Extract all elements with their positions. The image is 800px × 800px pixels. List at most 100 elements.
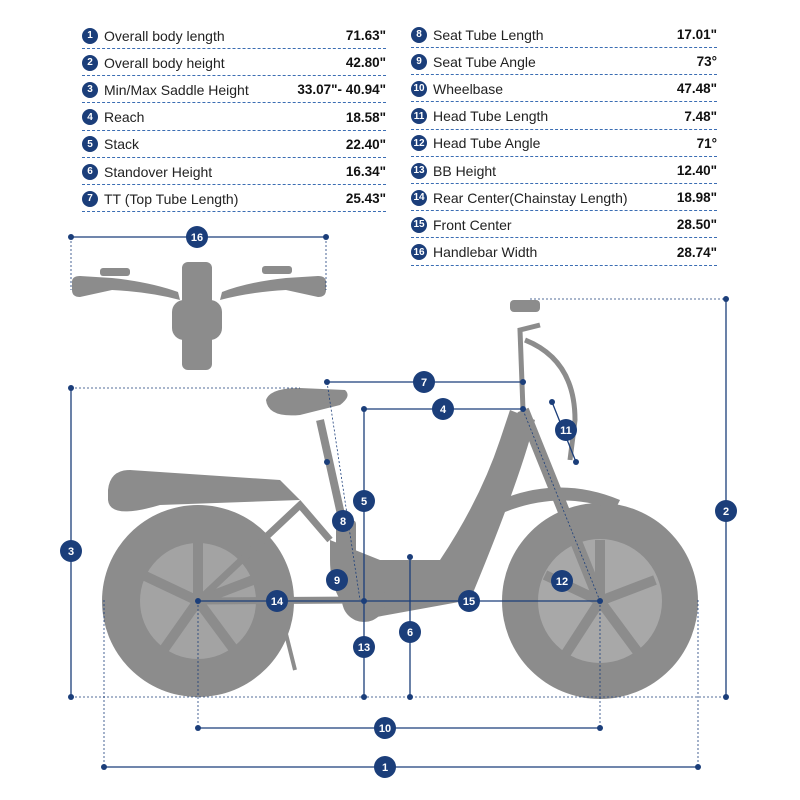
spec-number-badge: 11 xyxy=(411,108,427,125)
spec-row: 11 Head Tube Length 7.48" xyxy=(411,104,717,130)
spec-value: 47.48" xyxy=(676,81,717,97)
spec-value: 71° xyxy=(696,135,717,151)
spec-value: 18.58" xyxy=(345,109,386,125)
spec-row: 13 BB Height 12.40" xyxy=(411,158,717,184)
spec-number-badge: 13 xyxy=(411,162,427,179)
marker-14: 14 xyxy=(266,590,288,612)
spec-row: 3 Min/Max Saddle Height 33.07"- 40.94" xyxy=(82,77,386,104)
spec-row: 16 Handlebar Width 28.74" xyxy=(411,240,717,266)
spec-number-badge: 3 xyxy=(82,81,98,98)
marker-12: 12 xyxy=(551,570,573,592)
svg-text:4: 4 xyxy=(440,404,447,416)
spec-label: Reach xyxy=(104,109,145,126)
spec-row: 1 Overall body length 71.63" xyxy=(82,23,386,49)
spec-number-badge: 6 xyxy=(82,163,98,180)
svg-text:11: 11 xyxy=(560,425,572,437)
spec-value: 28.50" xyxy=(676,217,717,233)
spec-value: 7.48" xyxy=(684,108,717,124)
marker-13: 13 xyxy=(353,636,375,658)
svg-text:2: 2 xyxy=(723,506,729,518)
spec-number-badge: 9 xyxy=(411,53,427,70)
spec-number-badge: 10 xyxy=(411,80,427,97)
marker-15: 15 xyxy=(458,590,480,612)
spec-label: Seat Tube Length xyxy=(433,26,544,43)
spec-number-badge: 8 xyxy=(411,26,427,43)
spec-value: 12.40" xyxy=(676,163,717,178)
marker-8: 8 xyxy=(332,510,354,532)
svg-text:16: 16 xyxy=(191,232,203,244)
spec-row: 2 Overall body height 42.80" xyxy=(82,50,386,77)
spec-number-badge: 4 xyxy=(82,109,98,126)
spec-number-badge: 16 xyxy=(411,244,427,261)
spec-label: Min/Max Saddle Height xyxy=(104,81,249,98)
spec-number-badge: 7 xyxy=(82,190,98,207)
marker-1: 1 xyxy=(374,756,396,778)
svg-text:1: 1 xyxy=(382,762,388,774)
spec-row: 12 Head Tube Angle 71° xyxy=(411,131,717,157)
spec-row: 15 Front Center 28.50" xyxy=(411,212,717,239)
spec-label: Standover Height xyxy=(104,163,213,180)
marker-7: 7 xyxy=(413,371,435,393)
spec-label: Stack xyxy=(104,136,140,153)
spec-row: 6 Standover Height 16.34" xyxy=(82,159,386,185)
spec-label: Rear Center(Chainstay Length) xyxy=(433,189,628,206)
spec-row: 8 Seat Tube Length 17.01" xyxy=(411,22,717,48)
spec-number-badge: 1 xyxy=(82,27,98,44)
spec-label: Seat Tube Angle xyxy=(433,53,536,70)
spec-value: 22.40" xyxy=(345,136,386,152)
marker-3: 3 xyxy=(60,540,82,562)
svg-text:13: 13 xyxy=(358,642,370,654)
marker-16: 16 xyxy=(186,226,208,248)
spec-row: 7 TT (Top Tube Length) 25.43" xyxy=(82,186,386,213)
svg-text:8: 8 xyxy=(340,516,346,528)
spec-label: Front Center xyxy=(433,216,512,233)
dimension-lines xyxy=(68,234,729,770)
spec-value: 16.34" xyxy=(345,164,386,179)
marker-6: 6 xyxy=(399,621,421,643)
svg-text:7: 7 xyxy=(421,377,427,389)
marker-10: 10 xyxy=(374,717,396,739)
spec-value: 71.63" xyxy=(345,28,386,43)
spec-value: 33.07"- 40.94" xyxy=(297,82,386,98)
bike-side-view xyxy=(102,300,698,699)
spec-row: 14 Rear Center(Chainstay Length) 18.98" xyxy=(411,185,717,212)
handlebar-front-view xyxy=(72,262,326,370)
marker-5: 5 xyxy=(353,490,375,512)
spec-value: 28.74" xyxy=(676,244,717,260)
spec-row: 10 Wheelbase 47.48" xyxy=(411,76,717,103)
spec-label: Head Tube Angle xyxy=(433,135,541,152)
spec-label: Overall body height xyxy=(104,54,225,71)
spec-number-badge: 2 xyxy=(82,54,98,71)
spec-label: Overall body length xyxy=(104,27,225,44)
svg-text:12: 12 xyxy=(556,576,568,588)
spec-number-badge: 5 xyxy=(82,136,98,153)
spec-label: Head Tube Length xyxy=(433,108,549,125)
spec-row: 4 Reach 18.58" xyxy=(82,105,386,131)
spec-value: 73° xyxy=(696,54,717,70)
svg-text:3: 3 xyxy=(68,546,74,558)
spec-label: Wheelbase xyxy=(433,80,504,97)
spec-row: 5 Stack 22.40" xyxy=(82,132,386,158)
svg-text:9: 9 xyxy=(334,575,340,587)
spec-label: TT (Top Tube Length) xyxy=(104,190,239,207)
spec-value: 17.01" xyxy=(676,27,717,42)
spec-number-badge: 15 xyxy=(411,216,427,233)
spec-row: 9 Seat Tube Angle 73° xyxy=(411,49,717,76)
svg-text:14: 14 xyxy=(271,596,284,608)
svg-text:5: 5 xyxy=(361,496,367,508)
spec-label: BB Height xyxy=(433,162,497,179)
svg-text:15: 15 xyxy=(463,596,475,608)
marker-2: 2 xyxy=(715,500,737,522)
spec-value: 25.43" xyxy=(345,191,386,207)
spec-number-badge: 14 xyxy=(411,189,427,206)
spec-label: Handlebar Width xyxy=(433,244,538,261)
marker-9: 9 xyxy=(326,569,348,591)
svg-text:10: 10 xyxy=(379,723,391,735)
spec-value: 42.80" xyxy=(345,55,386,71)
marker-11: 11 xyxy=(555,419,577,441)
marker-4: 4 xyxy=(432,398,454,420)
spec-number-badge: 12 xyxy=(411,135,427,152)
spec-value: 18.98" xyxy=(676,190,717,206)
